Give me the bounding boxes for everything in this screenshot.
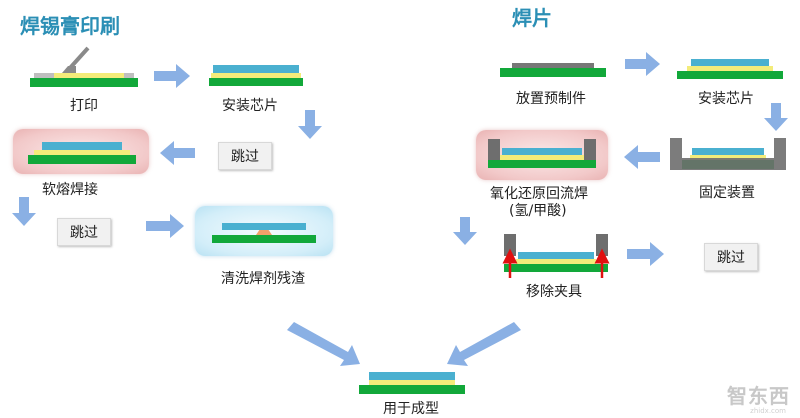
mount-chip-right-stage-diagram — [677, 59, 783, 79]
substrate — [359, 385, 465, 394]
arrow-fixture-to-reflow — [624, 145, 660, 169]
arrow-skip-to-reflow — [160, 141, 195, 165]
chip — [502, 148, 582, 155]
fixture-stage-diagram — [670, 138, 786, 170]
right-process-title: 焊片 — [512, 6, 552, 30]
final-stage-diagram — [359, 372, 465, 394]
step-label-fixture: 固定装置 — [699, 185, 755, 201]
substrate — [488, 160, 596, 168]
step-label-mount-chip-right: 安装芯片 — [698, 91, 754, 107]
substrate — [212, 235, 316, 243]
left-process-title: 焊锡膏印刷 — [20, 14, 120, 38]
substrate — [30, 78, 138, 87]
substrate — [677, 71, 783, 79]
chip — [213, 65, 299, 73]
flux-residue — [256, 229, 272, 235]
arrow-skip-to-clean — [146, 214, 184, 238]
step-label-reduction-reflow: 氧化还原回流焊 — [490, 186, 588, 202]
remove-fixture-stage-diagram — [502, 234, 610, 278]
arrow-reflow-right-down — [453, 217, 477, 245]
step-label-print: 打印 — [70, 98, 98, 114]
step-label-reflow: 软熔焊接 — [42, 182, 98, 198]
print-stage-diagram — [30, 46, 138, 87]
step-label-reduction-reflow-atmosphere: (氢/甲酸) — [509, 203, 567, 219]
chip — [222, 223, 306, 230]
solder-layer — [500, 155, 584, 160]
step-label-final: 用于成型 — [383, 401, 439, 417]
solder-layer — [516, 259, 596, 264]
solder-paste — [54, 73, 124, 78]
substrate — [209, 78, 303, 86]
skip-box-right: 跳过 — [704, 243, 758, 271]
arrow-reflow-down — [12, 197, 36, 226]
chip — [691, 59, 769, 66]
step-label-clean: 清洗焊剂残渣 — [221, 271, 305, 287]
fixture-clamp — [670, 138, 786, 170]
solder-preform — [512, 63, 594, 68]
solder-layer — [211, 73, 301, 78]
step-label-place-preform: 放置预制件 — [516, 91, 586, 107]
substrate — [500, 68, 606, 77]
skip-box-mount: 跳过 — [218, 142, 272, 170]
arrow-mount-right-down — [764, 103, 788, 131]
arrow-mount-down — [298, 110, 322, 139]
substrate — [504, 264, 608, 272]
arrow-preform-to-mount — [625, 52, 660, 76]
chip — [369, 372, 455, 380]
arrow-remove-to-skip — [627, 242, 664, 266]
solder-layer — [369, 380, 455, 385]
step-label-mount-chip-left: 安装芯片 — [222, 98, 278, 114]
chip — [518, 252, 594, 259]
reflow-stage-diagram — [28, 142, 136, 164]
solder-layer — [690, 155, 766, 160]
solder-layer — [34, 150, 130, 155]
squeegee-blade — [68, 46, 90, 70]
watermark-url: zhidx.com — [750, 407, 786, 415]
skip-box-reflow: 跳过 — [57, 218, 111, 246]
chip — [692, 148, 764, 155]
solder-layer — [687, 66, 773, 71]
chip — [42, 142, 122, 150]
mount-chip-stage-diagram — [209, 65, 303, 86]
step-label-remove-fixture: 移除夹具 — [526, 284, 582, 300]
arrow-print-to-mount — [154, 64, 190, 88]
arrow-right-to-final — [447, 322, 521, 366]
clean-stage-diagram — [212, 223, 316, 243]
arrow-left-to-final — [287, 322, 360, 366]
watermark-logo: 智东西 — [727, 384, 790, 408]
substrate — [28, 155, 136, 164]
reduction-reflow-stage-diagram — [488, 139, 596, 168]
place-preform-stage-diagram — [500, 63, 606, 77]
